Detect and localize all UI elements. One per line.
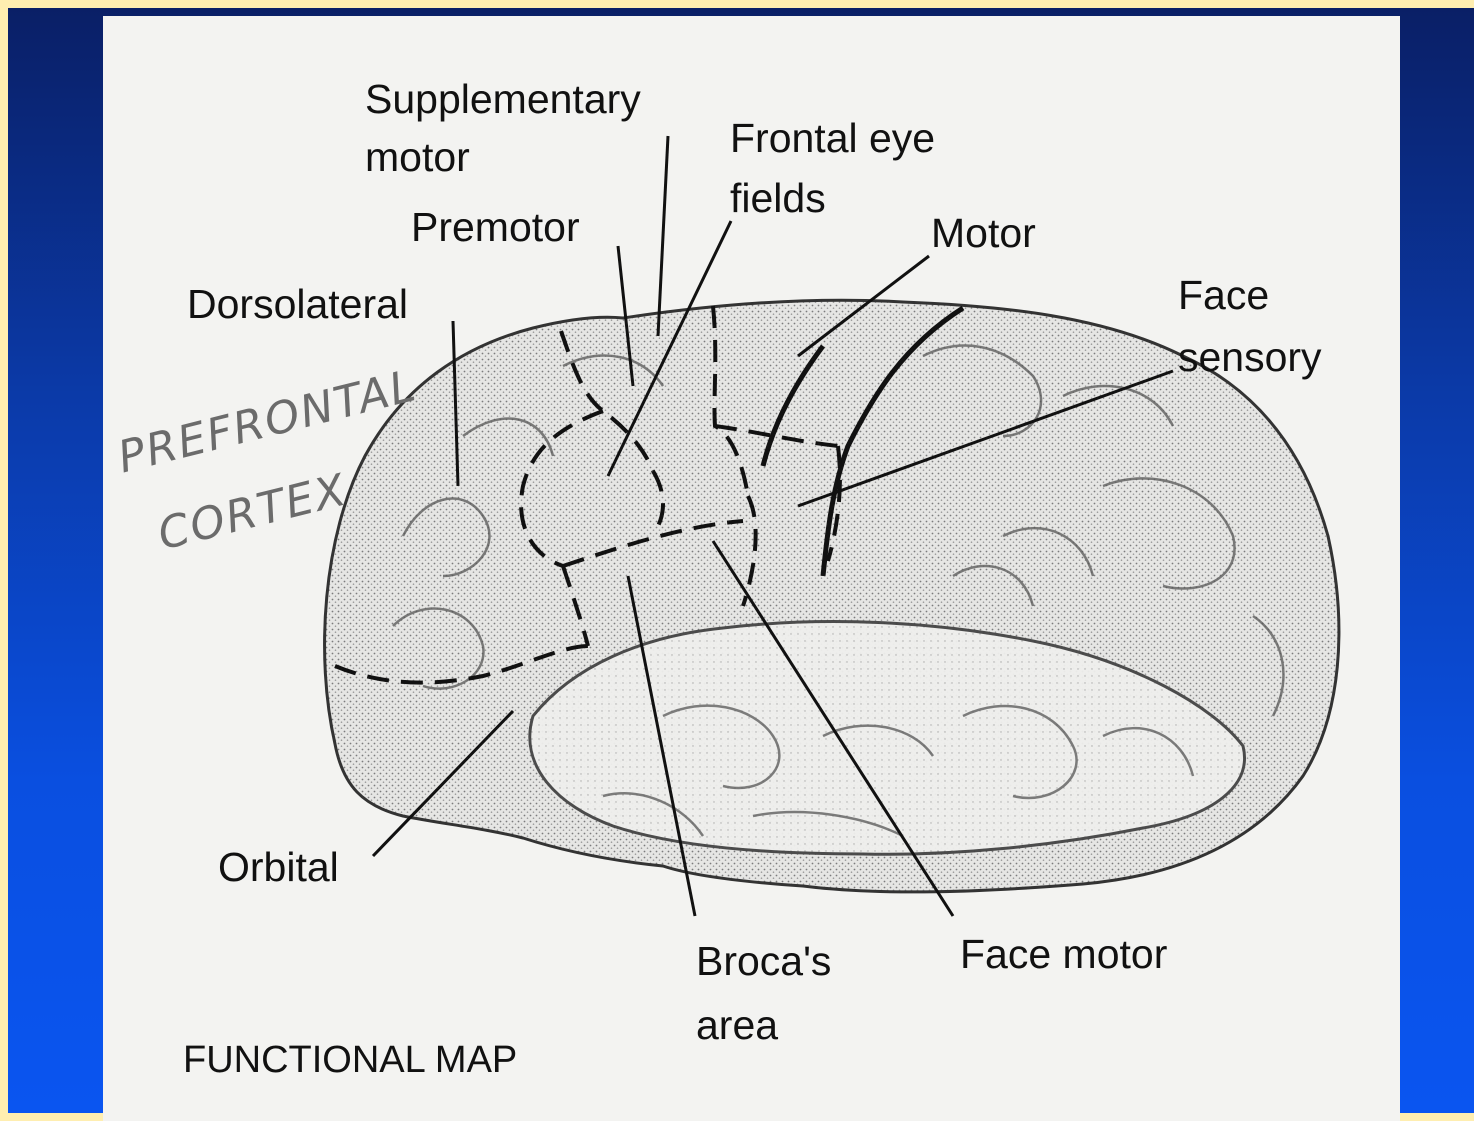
scanned-figure: Supplementary motor Frontal eye fields P… — [103, 16, 1400, 1121]
label-brocas-area-line2: area — [696, 996, 778, 1054]
label-face-sensory-line2: sensory — [1178, 328, 1322, 386]
label-motor: Motor — [931, 204, 1036, 262]
label-face-sensory-line1: Face — [1178, 266, 1269, 324]
label-premotor: Premotor — [411, 198, 580, 256]
slide-background: Supplementary motor Frontal eye fields P… — [8, 8, 1474, 1113]
label-brocas-area-line1: Broca's — [696, 932, 831, 990]
label-orbital: Orbital — [218, 838, 339, 896]
caption-functional-map: FUNCTIONAL MAP — [183, 1031, 517, 1089]
label-frontal-eye-fields-line1: Frontal eye — [730, 109, 935, 167]
label-supplementary-motor-line2: motor — [365, 128, 470, 186]
label-supplementary-motor-line1: Supplementary — [365, 70, 641, 128]
label-frontal-eye-fields-line2: fields — [730, 169, 826, 227]
label-face-motor: Face motor — [960, 925, 1167, 983]
label-dorsolateral: Dorsolateral — [187, 275, 408, 333]
